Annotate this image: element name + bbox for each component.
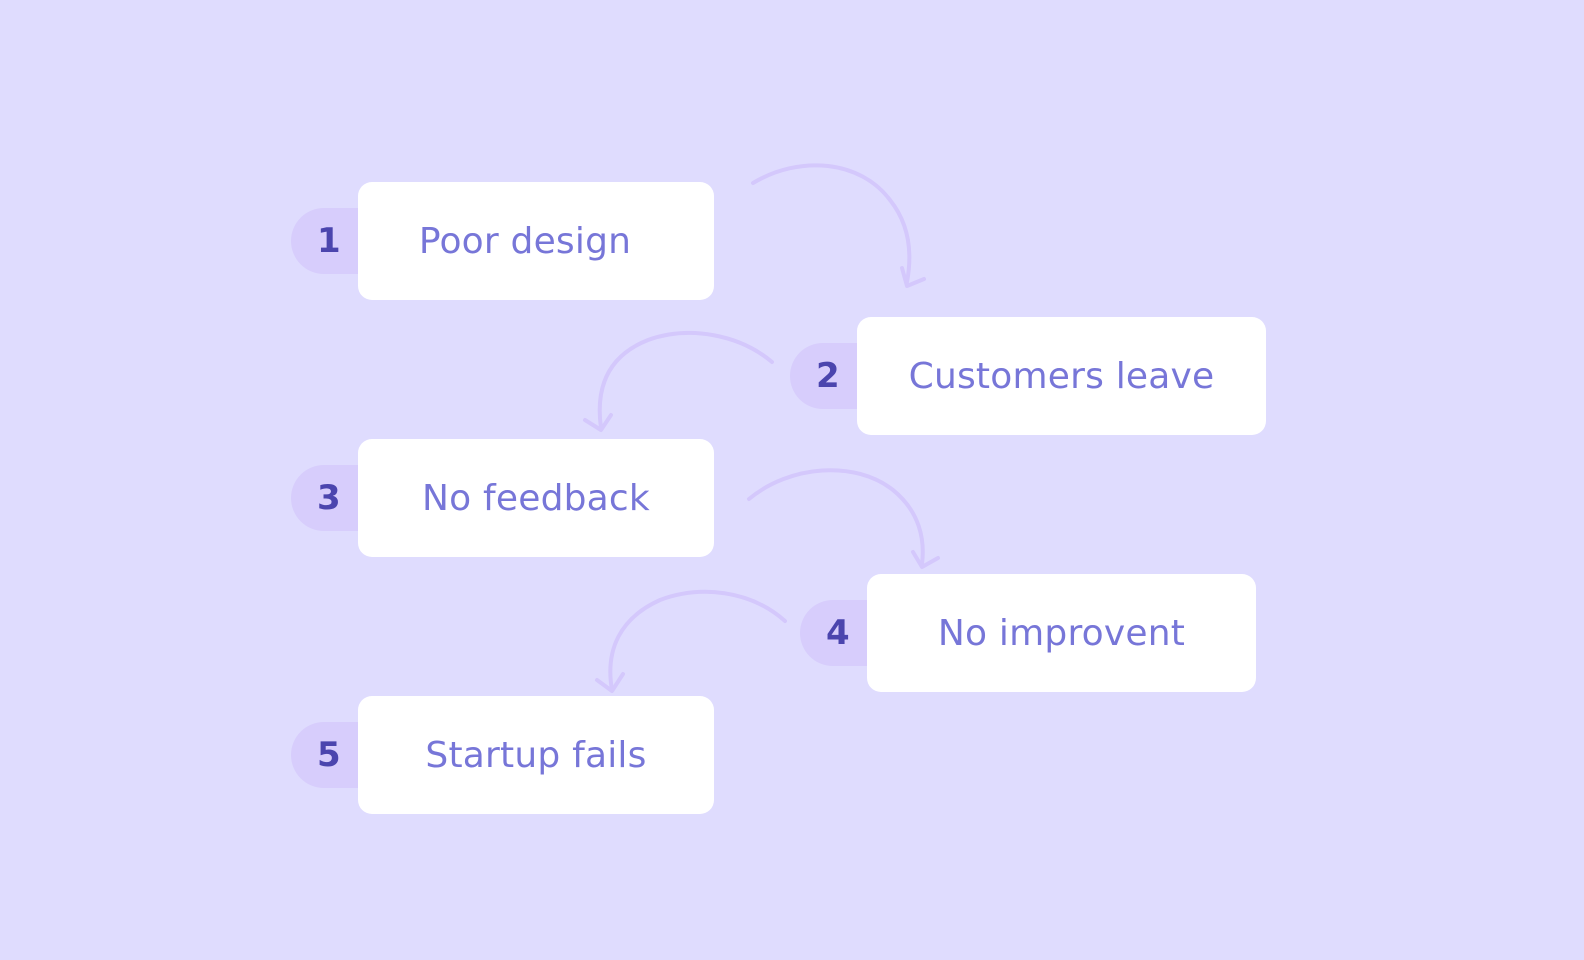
- curved-arrow-right-down-icon: [747, 468, 940, 569]
- step-label: No improvent: [937, 612, 1186, 654]
- step-card: Poor design: [358, 182, 714, 300]
- step-number: 5: [317, 735, 341, 775]
- step-number: 2: [816, 356, 840, 396]
- step-label: Poor design: [418, 220, 632, 262]
- step-card: No feedback: [358, 439, 714, 557]
- step-label: Startup fails: [425, 734, 647, 776]
- step-number: 4: [826, 613, 850, 653]
- step-card: Customers leave: [857, 317, 1266, 435]
- step-number: 1: [317, 221, 341, 261]
- curved-arrow-left-down-icon: [583, 331, 774, 432]
- step-label: No feedback: [422, 477, 650, 519]
- step-number: 3: [317, 478, 341, 518]
- curved-arrow-right-down-icon: [751, 163, 926, 288]
- step-card: No improvent: [867, 574, 1256, 692]
- curved-arrow-left-down-icon: [595, 589, 787, 693]
- step-label: Customers leave: [908, 355, 1215, 397]
- step-card: Startup fails: [358, 696, 714, 814]
